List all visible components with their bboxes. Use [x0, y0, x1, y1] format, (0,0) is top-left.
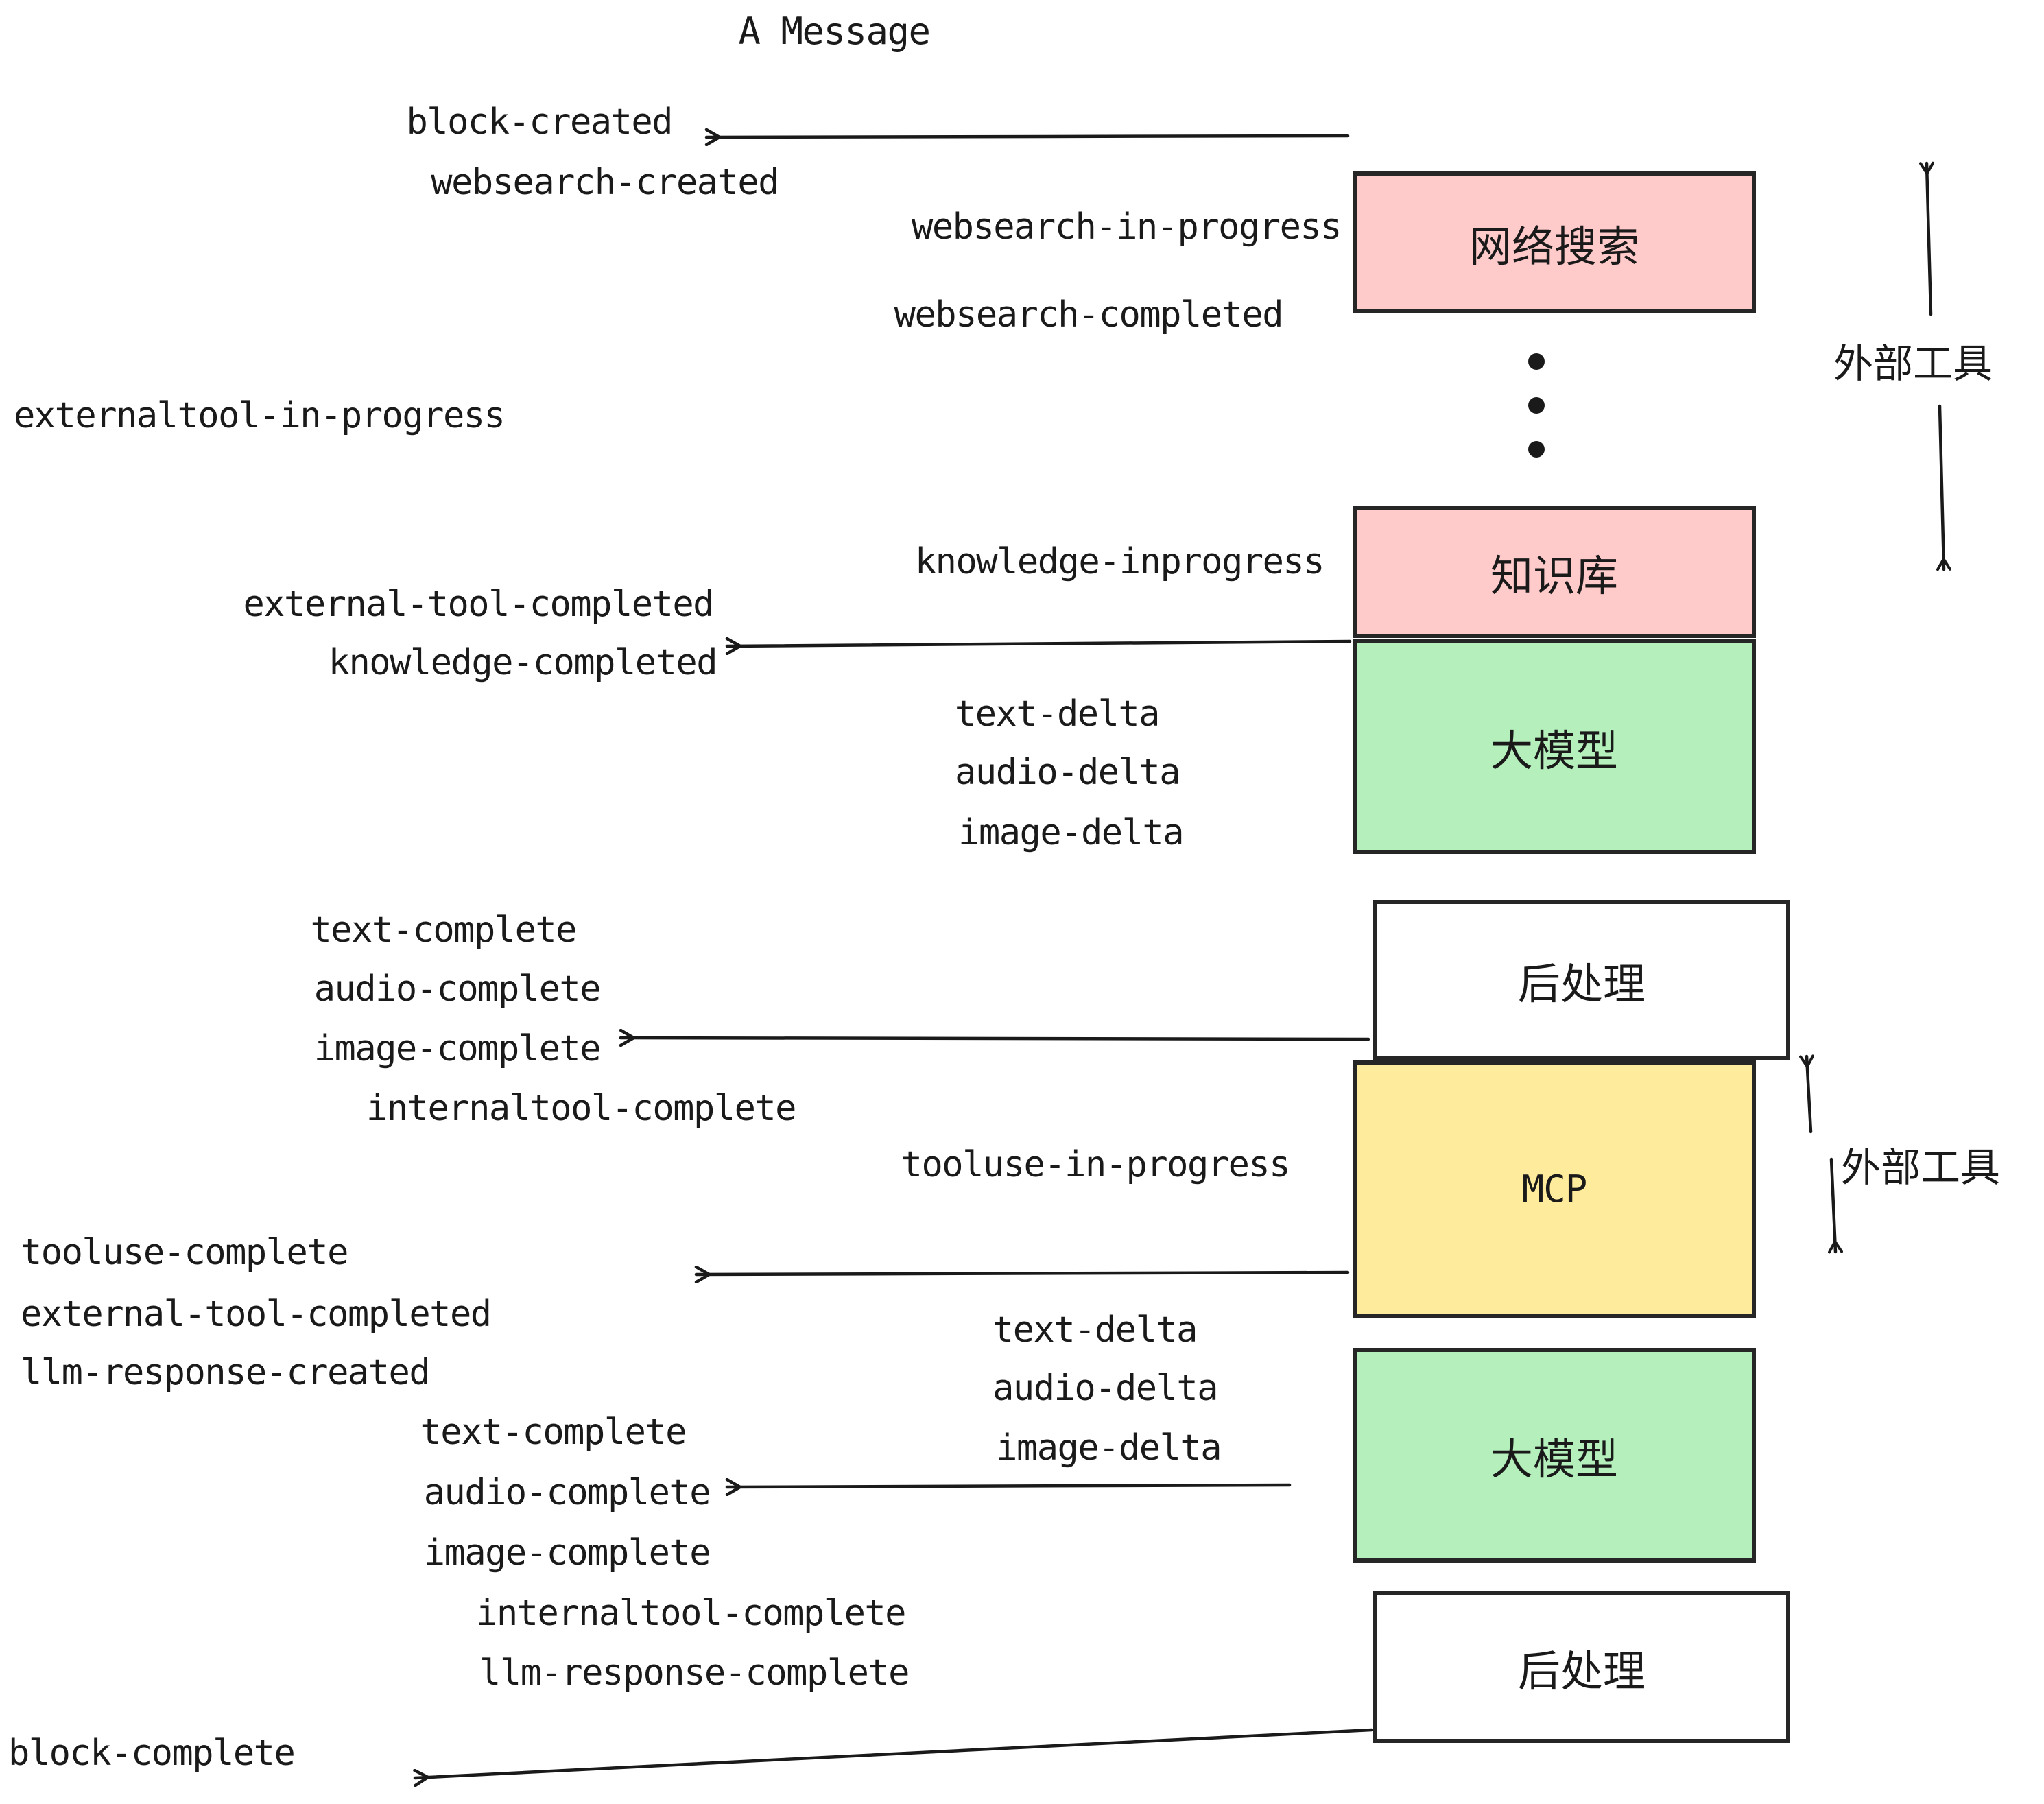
node-label: 后处理: [1517, 959, 1645, 1009]
event-label-websearch-created: websearch-created: [431, 162, 779, 203]
node-label: MCP: [1521, 1167, 1588, 1211]
node-postprocess-1[interactable]: 后处理: [1373, 900, 1790, 1060]
node-label: 后处理: [1517, 1646, 1645, 1696]
event-label-audio-delta-2: audio-delta: [993, 1368, 1218, 1409]
external-tool-arrow-down-top: [1936, 404, 1951, 571]
event-label-text-delta-2: text-delta: [992, 1309, 1198, 1351]
event-label-text-complete-1: text-complete: [310, 910, 578, 951]
event-label-external-tool-completed-1: external-tool-completed: [243, 584, 714, 625]
event-label-block-complete: block-complete: [8, 1733, 296, 1774]
event-label-text-delta-1: text-delta: [954, 693, 1161, 735]
event-label-knowledge-completed: knowledge-completed: [328, 642, 718, 683]
diagram-title: A Message: [738, 10, 931, 53]
node-llm-1[interactable]: 大模型: [1353, 639, 1756, 854]
event-label-tooluse-complete: tooluse-complete: [21, 1232, 348, 1273]
event-label-audio-complete-1: audio-complete: [313, 969, 602, 1010]
vertical-ellipsis-icon: [1528, 353, 1545, 458]
event-label-image-complete-1: image-complete: [313, 1028, 602, 1069]
event-label-image-complete-2: image-complete: [423, 1532, 711, 1574]
node-label: 大模型: [1490, 725, 1618, 776]
ellipsis-dot: [1528, 397, 1545, 414]
event-label-internaltool-complete-2: internaltool-complete: [476, 1593, 906, 1634]
event-label-text-complete-2: text-complete: [420, 1412, 687, 1453]
node-mcp[interactable]: MCP: [1353, 1060, 1756, 1318]
event-label-llm-response-complete: llm-response-complete: [479, 1652, 910, 1694]
event-label-audio-delta-1: audio-delta: [955, 752, 1180, 793]
event-label-external-tool-completed-2: external-tool-completed: [21, 1294, 492, 1335]
arrow-llm2-to-audio: [727, 1485, 1292, 1487]
event-label-knowledge-inprogress: knowledge-inprogress: [914, 541, 1325, 582]
arrow-postprocess2-to-block: [415, 1728, 1374, 1778]
event-label-tooluse-in-progress: tooluse-in-progress: [901, 1144, 1291, 1185]
arrow-mcp-to-tooluse: [696, 1272, 1350, 1274]
external-tool-arrow-up-top: [1919, 161, 1934, 316]
external-tool-arrow-up-bottom: [1799, 1054, 1814, 1134]
node-knowledge[interactable]: 知识库: [1353, 506, 1756, 638]
arrow-postprocess1-to-image: [621, 1038, 1370, 1039]
ellipsis-dot: [1528, 353, 1545, 370]
event-label-image-delta-1: image-delta: [958, 812, 1184, 853]
node-label: 大模型: [1490, 1434, 1618, 1484]
side-label-external-tools-bottom: 外部工具: [1841, 1144, 2001, 1191]
event-label-image-delta-2: image-delta: [996, 1427, 1222, 1469]
event-label-websearch-completed: websearch-completed: [894, 294, 1284, 335]
node-label: 网络搜索: [1469, 221, 1639, 272]
event-label-block-created: block-created: [406, 102, 674, 143]
arrow-websearch-to-block: [706, 136, 1350, 137]
node-websearch[interactable]: 网络搜索: [1353, 171, 1756, 313]
external-tool-arrow-down-bottom: [1828, 1157, 1843, 1254]
node-llm-2[interactable]: 大模型: [1353, 1348, 1756, 1563]
node-postprocess-2[interactable]: 后处理: [1373, 1591, 1790, 1743]
node-label: 知识库: [1490, 551, 1618, 601]
arrow-knowledge-to-completed: [727, 641, 1352, 646]
event-label-websearch-in-progress: websearch-in-progress: [912, 206, 1342, 248]
event-label-audio-complete-2: audio-complete: [423, 1472, 711, 1513]
event-label-llm-response-created: llm-response-created: [21, 1352, 431, 1393]
ellipsis-dot: [1528, 441, 1545, 458]
event-label-internaltool-complete-1: internaltool-complete: [366, 1088, 796, 1129]
side-label-external-tools-top: 外部工具: [1833, 340, 1993, 387]
event-label-externaltool-in-progress: externaltool-in-progress: [14, 395, 506, 436]
